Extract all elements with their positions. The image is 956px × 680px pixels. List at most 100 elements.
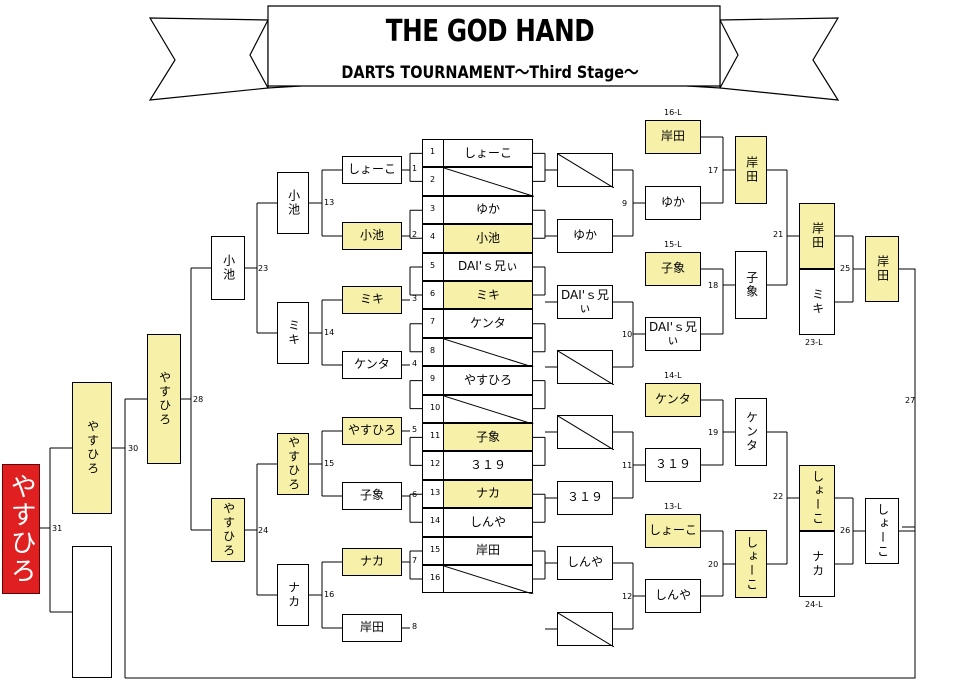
match-number: 19 <box>708 428 719 437</box>
left-r3-player: やすひろ <box>211 498 245 562</box>
bye-slash-line <box>444 338 534 368</box>
bracket-line <box>899 268 916 532</box>
left-r5-player: やすひろ <box>72 382 112 514</box>
bracket-line <box>402 436 422 497</box>
right-r1-player: DAI'ｓ兄ぃ <box>557 285 613 319</box>
bracket-line <box>613 431 645 499</box>
bracket-line <box>402 266 422 301</box>
match-number: 13 <box>324 198 335 207</box>
right-r2-player: DAI'ｓ兄ぃ <box>645 317 701 351</box>
page-subtitle: DARTS TOURNAMENT～Third Stage～ <box>341 63 639 83</box>
bye-slash <box>558 416 614 450</box>
left-r1-player: ケンタ <box>342 351 402 379</box>
right-loser-player: しょーこ <box>645 514 701 548</box>
right-r1-player: ゆか <box>557 219 613 253</box>
slot-name: 子象 <box>443 423 533 452</box>
loser-label: 14-L <box>664 371 682 380</box>
bracket-line <box>533 323 557 368</box>
slot-bye <box>443 337 534 368</box>
bracket-line <box>701 530 735 597</box>
bracket-line <box>245 463 277 596</box>
right-r1-bye <box>557 612 614 647</box>
right-r2-player: ３１９ <box>645 448 701 482</box>
bracket-line <box>309 430 342 497</box>
bye-slash-line <box>558 154 614 188</box>
bracket-line <box>613 562 645 630</box>
slot-name: ゆか <box>443 195 533 225</box>
match-number: 8 <box>412 622 418 631</box>
right-r3-player: 岸田 <box>735 136 767 204</box>
bye-slash <box>444 168 534 197</box>
bracket-line <box>402 209 422 239</box>
loser-label: 23-L <box>805 338 823 347</box>
match-number: 14 <box>324 328 335 337</box>
match-number: 24 <box>258 526 269 535</box>
bracket-line <box>701 136 735 204</box>
slot-number: 2 <box>430 175 436 185</box>
left-r3-player: 小池 <box>211 236 245 300</box>
match-number: 5 <box>412 425 418 434</box>
bye-slash-line <box>558 351 614 385</box>
bye-slash <box>558 154 614 188</box>
slot-name: ケンタ <box>443 309 533 338</box>
right-r1-bye <box>557 153 614 188</box>
loser-label: 24-L <box>805 600 823 609</box>
match-number: 27 <box>905 396 916 405</box>
left-r2-player: ナカ <box>277 564 309 626</box>
bye-slash <box>558 351 614 385</box>
slot-name: しんや <box>443 508 533 537</box>
slot-bye <box>443 565 534 595</box>
bracket-line <box>402 323 422 366</box>
bracket-line <box>613 169 645 237</box>
match-number: 3 <box>412 294 418 303</box>
right-r1-bye <box>557 415 614 450</box>
bye-slash-line <box>444 395 534 424</box>
bracket-line <box>533 436 557 499</box>
bracket-line <box>533 380 557 433</box>
bracket-line <box>701 399 735 466</box>
left-r5-empty <box>72 546 112 678</box>
match-number: 6 <box>412 490 418 499</box>
slot-number: 5 <box>430 260 436 270</box>
left-r1-player: ミキ <box>342 286 402 314</box>
match-number: 23 <box>258 264 269 273</box>
right-r2-player: しんや <box>645 579 701 613</box>
slot-number: 16 <box>430 573 441 582</box>
slot-number: 9 <box>430 374 436 384</box>
loser-label: 13-L <box>664 502 682 511</box>
slot-number: 13 <box>430 487 441 497</box>
slot-name: ミキ <box>443 281 533 310</box>
slot-number: 4 <box>430 232 436 242</box>
bye-slash-line <box>558 416 614 450</box>
right-r2-player: ゆか <box>645 186 701 220</box>
bye-slash <box>558 613 614 647</box>
bracket-line <box>402 152 422 182</box>
loser-label: 15-L <box>664 240 682 249</box>
slot-name: 小池 <box>443 224 533 253</box>
match-number: 9 <box>622 199 628 208</box>
slot-name: やすひろ <box>443 366 533 395</box>
bracket-line <box>613 301 645 368</box>
right-r3-player: 子象 <box>735 251 767 319</box>
slot-number: 3 <box>430 203 436 213</box>
slot-name: 岸田 <box>443 536 533 565</box>
slot-number: 14 <box>430 516 441 526</box>
bye-slash <box>444 395 534 424</box>
bracket-line <box>533 266 557 303</box>
champion-box: やすひろ <box>2 464 40 594</box>
page-title: THE GOD HAND <box>385 14 595 49</box>
bracket-line <box>309 561 342 629</box>
right-r1-player: ３１９ <box>557 481 613 515</box>
left-r1-player: しょーこ <box>342 156 402 184</box>
bracket-line <box>767 169 799 286</box>
right-r1-bye <box>557 350 614 385</box>
slot-number: 6 <box>430 289 436 298</box>
right-r4-player-bottom: ナカ <box>799 531 835 597</box>
right-r4-player-top: しょーこ <box>799 465 835 531</box>
bracket-line <box>309 169 342 237</box>
match-number: 22 <box>773 492 784 501</box>
right-loser-player: 子象 <box>645 252 701 286</box>
bye-slash-line <box>444 566 534 595</box>
